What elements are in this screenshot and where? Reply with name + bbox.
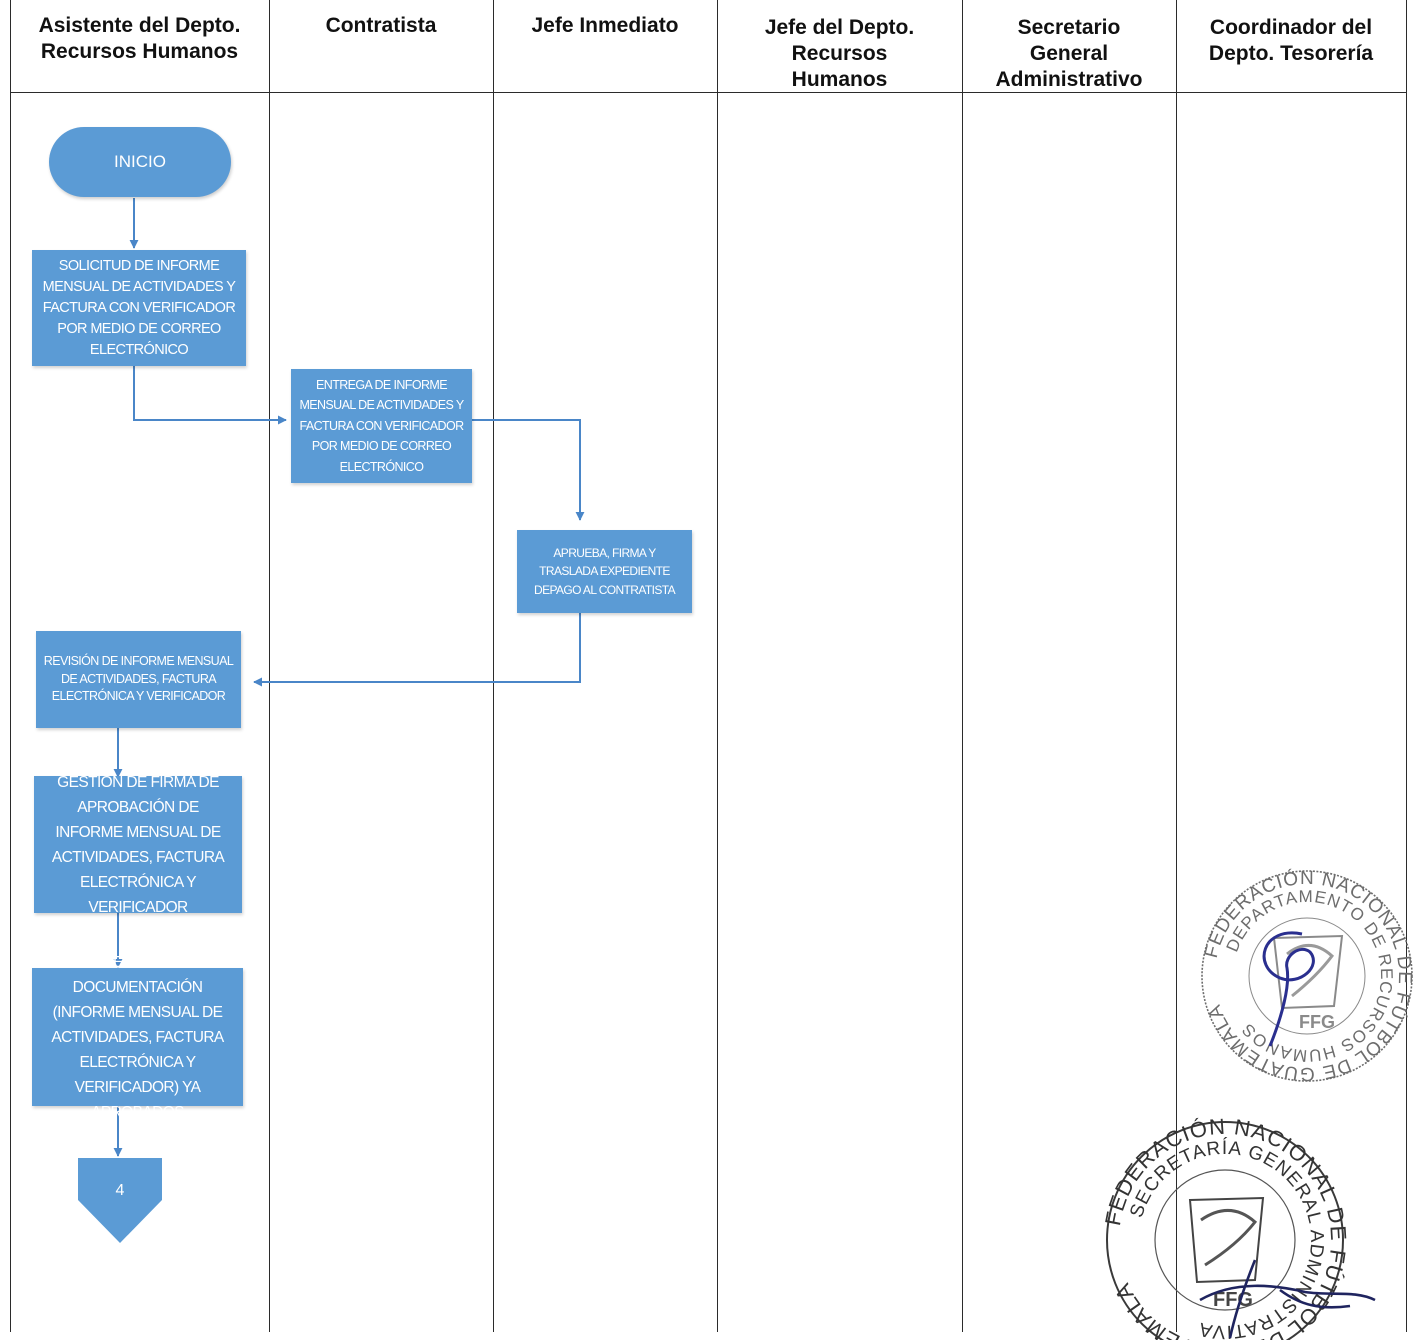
lane-divider [493,0,494,1332]
lane-divider [1176,0,1177,1332]
step-solicitud-informe: SOLICITUD DE INFORME MENSUAL DE ACTIVIDA… [32,250,246,366]
lane-divider [269,0,270,1332]
hr-department-stamp: FEDERACIÓN NACIONAL DE FÚTBOL DE GUATEMA… [1201,867,1414,1084]
header-separator [10,92,1406,93]
arrow-solicitud-to-entrega [133,366,287,425]
lane-divider [717,0,718,1332]
hr-stamp-logo: FFG [1299,1012,1335,1032]
lane-header-asistente-rrhh: Asistente del Depto. Recursos Humanos [38,14,241,63]
hr-stamp-emblem [1272,934,1344,1010]
arrow-entrega-to-aprueba [472,419,585,521]
step-gestion-firma: GESTIÓN DE FIRMA DE APROBACIÓN DE INFORM… [34,774,242,916]
sga-stamp: FEDERACIÓN NACIONAL DE FÚTBOL DE GUATEMA… [1105,1114,1376,1340]
arrow-aprueba-to-revision [253,613,581,687]
sga-stamp-signature [1199,1259,1376,1339]
start-label: INICIO [114,152,166,171]
start-terminator: INICIO [49,127,231,197]
lane-header-secretario-general: Secretario General Administrativo [995,16,1143,91]
hr-stamp-signature [1262,931,1315,1047]
step-revision-informe: REVISIÓN DE INFORME MENSUAL DE ACTIVIDAD… [36,631,241,728]
step-recepcion-documentacion: RECEPCIÓN DE DOCUMENTACIÓN (INFORME MENS… [32,954,243,1121]
step-entrega-informe: ENTREGA DE INFORME MENSUAL DE ACTIVIDADE… [291,369,472,483]
lane-divider [1406,0,1407,1332]
lane-header-jefe-rrhh: Jefe del Depto. Recursos Humanos [764,16,915,91]
lane-header-jefe-inmediato: Jefe Inmediato [531,14,679,37]
sga-stamp-emblem [1188,1196,1265,1284]
lane-divider [962,0,963,1332]
lane-header-contratista: Contratista [325,14,437,37]
lane-header-coordinador-tesoreria: Coordinador del Depto. Tesorería [1208,16,1374,65]
lane-divider [10,0,11,1332]
step-aprueba-firma: APRUEBA, FIRMA Y TRASLADA EXPEDIENTE DEP… [517,530,692,613]
